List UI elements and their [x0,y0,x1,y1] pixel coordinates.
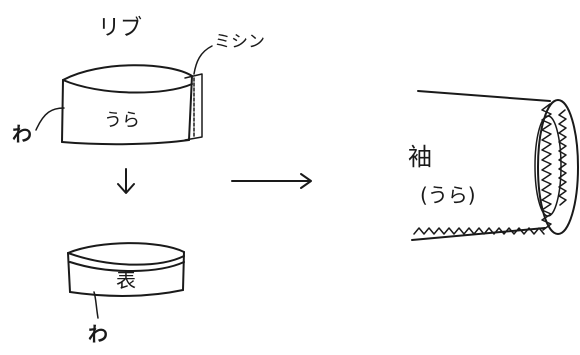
inside-label: うら [104,110,140,131]
sleeve [411,90,579,241]
fold-pointer-top [35,107,65,131]
fold-label-top: わ [12,122,32,146]
sleeve-inside-label: (うら) [420,183,476,207]
sewing-label: ミシン [214,32,265,52]
sewing-pointer [193,45,213,75]
outside-label: 表 [116,268,136,292]
rib-tube-right-side-out [67,242,185,297]
sleeve-label: 袖 [408,143,432,171]
rib-label: リブ [98,16,143,41]
rib-tube-inside-out [61,64,203,146]
fold-pointer-bottom [93,291,99,319]
down-arrow [117,168,135,194]
right-arrow [231,173,312,189]
fold-label-bottom: わ [88,322,108,346]
